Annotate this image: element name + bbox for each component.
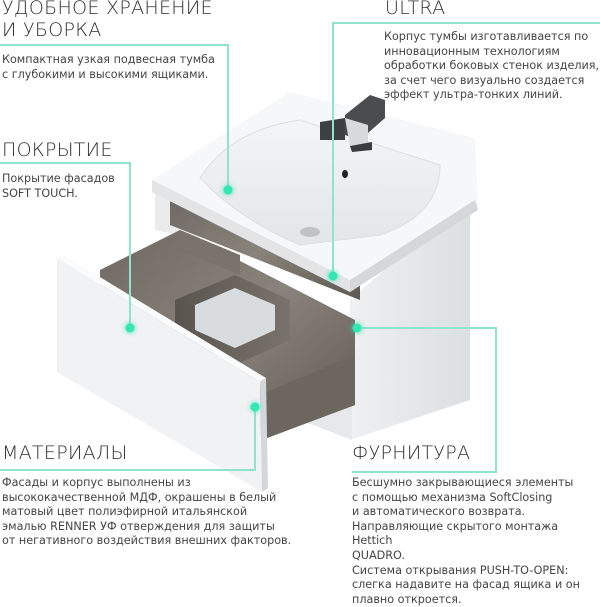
feature-title-coating: ПОКРЫТИЕ: [2, 139, 113, 161]
callout-line-storage-v: [227, 44, 229, 190]
feature-desc-hardware: Бесшумно закрывающиеся элементы с помощь…: [352, 476, 580, 606]
vanity-unit-illustration: [57, 95, 478, 492]
callout-line-coating-v: [129, 162, 131, 328]
callout-line-ultra-v: [332, 22, 334, 276]
callout-dot-materials: [250, 402, 260, 412]
callout-line-coating-h: [0, 162, 131, 164]
callout-line-materials-v: [254, 407, 256, 471]
callout-line-hardware-v: [495, 327, 497, 473]
feature-desc-ultra: Корпус тумбы изготавливается по инноваци…: [384, 30, 600, 102]
feature-title-hardware: ФУРНИТУРА: [352, 442, 471, 464]
feature-title-materials: МАТЕРИАЛЫ: [2, 442, 128, 464]
feature-desc-storage: Компактная узкая подвесная тумба с глубо…: [2, 53, 215, 81]
feature-title-storage: УДОБНОЕ ХРАНЕНИЕ И УБОРКА: [2, 0, 213, 41]
callout-dot-ultra: [328, 271, 338, 281]
feature-desc-materials: Фасады и корпус выполнены из высококачес…: [2, 476, 292, 548]
feature-desc-coating: Покрытие фасадов SOFT TOUCH.: [2, 172, 115, 200]
callout-line-storage-h: [0, 44, 229, 46]
feature-title-ultra: ULTRA: [385, 0, 446, 19]
callout-line-hardware-top: [356, 327, 497, 329]
callout-dot-coating: [125, 323, 135, 333]
callout-line-hardware-bottom: [352, 471, 497, 473]
callout-dot-hardware: [352, 323, 362, 333]
callout-dot-storage: [223, 185, 233, 195]
callout-line-ultra-h: [332, 22, 600, 24]
callout-line-materials-h: [0, 469, 256, 471]
